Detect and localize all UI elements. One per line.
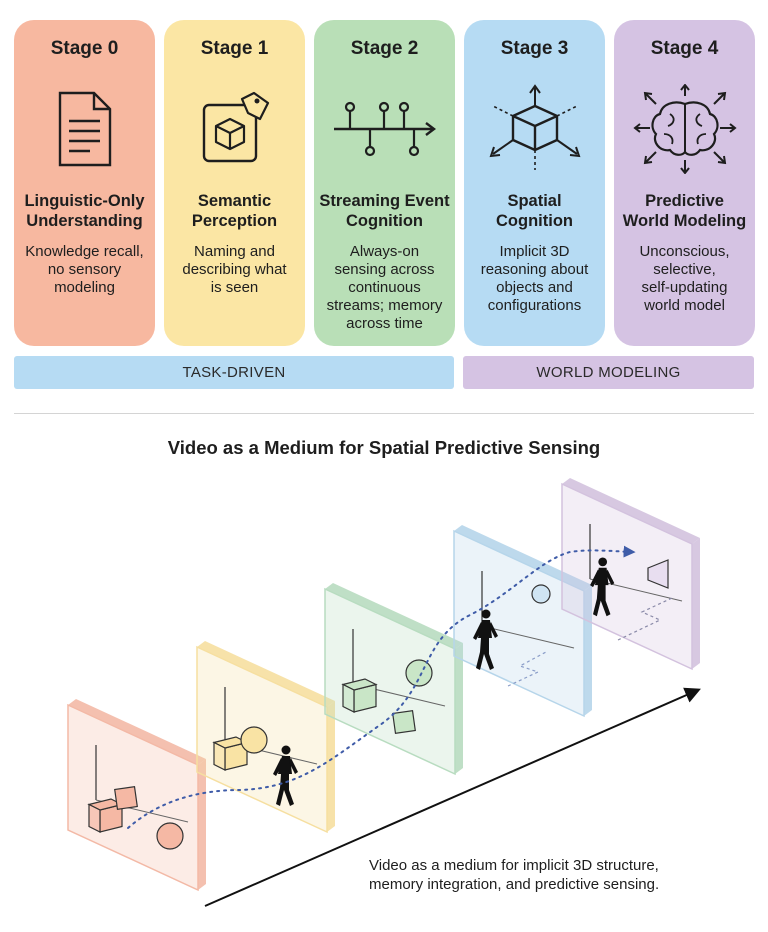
walking-person-icon bbox=[273, 745, 298, 806]
stage-description-line: sensing across bbox=[334, 261, 435, 278]
square-object bbox=[392, 710, 416, 734]
stage-label: Stage 0 bbox=[50, 38, 119, 59]
tagged-cube-icon bbox=[164, 84, 305, 174]
timeline-icon bbox=[314, 84, 455, 174]
predictive-path bbox=[127, 545, 636, 829]
stage-description-line: streams; memory bbox=[326, 297, 443, 314]
time-axis-arrow bbox=[204, 687, 701, 907]
cube-object bbox=[341, 678, 378, 713]
stage-description-line: Implicit 3D bbox=[499, 243, 570, 260]
diagram-caption: Video as a medium for implicit 3D struct… bbox=[369, 856, 749, 894]
sphere-object bbox=[240, 726, 268, 754]
caption-line-2: memory integration, and predictive sensi… bbox=[369, 876, 660, 893]
task-driven-band: TASK-DRIVEN bbox=[14, 356, 454, 389]
stage-description-line: describing what bbox=[182, 261, 287, 278]
stage-description-line: Always-on bbox=[349, 243, 420, 260]
stage-label: Stage 3 bbox=[500, 38, 569, 59]
stage-description-line: world model bbox=[644, 297, 725, 314]
predicted-trajectory bbox=[617, 597, 673, 641]
stage-description-line: Naming and bbox=[194, 243, 275, 260]
square-object bbox=[114, 786, 138, 810]
stage-title-line: Cognition bbox=[346, 212, 423, 230]
walking-person-icon bbox=[473, 609, 498, 670]
world-modeling-band: WORLD MODELING bbox=[463, 356, 754, 389]
stage-description-line: Knowledge recall, bbox=[25, 243, 144, 260]
brain-arrows-icon bbox=[614, 84, 755, 174]
frame-contents bbox=[87, 557, 673, 850]
stage-description-line: no sensory bbox=[47, 261, 122, 278]
stage-description-line: across time bbox=[346, 315, 423, 332]
stage-title-line: World Modeling bbox=[622, 212, 747, 230]
stage-description-line: is seen bbox=[210, 279, 259, 296]
stage-title-line: Spatial bbox=[507, 192, 562, 210]
stage-label: Stage 1 bbox=[200, 38, 269, 59]
stage-title-line: Semantic bbox=[197, 192, 272, 210]
sphere-object bbox=[156, 822, 184, 850]
stage-description-line: selective, bbox=[653, 261, 716, 278]
stage-description-line: configurations bbox=[487, 297, 582, 314]
walking-person-icon bbox=[590, 557, 615, 617]
camera-frustum bbox=[647, 559, 669, 589]
sphere-object bbox=[531, 584, 551, 604]
video-frames-diagram bbox=[67, 478, 701, 907]
section-divider bbox=[14, 413, 754, 414]
stage-description-line: continuous bbox=[348, 279, 421, 296]
document-icon bbox=[14, 84, 155, 174]
stage-description-line: Unconscious, bbox=[639, 243, 730, 260]
video-frame-3 bbox=[453, 525, 592, 718]
caption-line-1: Video as a medium for implicit 3D struct… bbox=[369, 857, 659, 874]
video-frame-0 bbox=[67, 699, 206, 892]
stage-description-line: modeling bbox=[54, 279, 115, 296]
diagram-title: Video as a Medium for Spatial Predictive… bbox=[167, 437, 601, 458]
stage-description-line: objects and bbox=[496, 279, 573, 296]
stage-title-line: Perception bbox=[191, 212, 278, 230]
sphere-object bbox=[405, 659, 433, 687]
stage-title-line: Understanding bbox=[26, 212, 143, 230]
stage-description-line: reasoning about bbox=[480, 261, 589, 278]
stage-title-line: Linguistic-Only bbox=[24, 192, 145, 210]
3d-cube-axes-icon bbox=[464, 84, 605, 174]
cube-object bbox=[87, 798, 124, 833]
video-frame-4 bbox=[561, 478, 700, 671]
stage-title-line: Cognition bbox=[496, 212, 573, 230]
stage-label: Stage 2 bbox=[350, 38, 419, 59]
stage-title-line: Streaming Event bbox=[319, 192, 450, 210]
stage-description-line: self-updating bbox=[641, 279, 728, 296]
cube-object bbox=[212, 736, 249, 771]
stage-title-line: Predictive bbox=[645, 192, 724, 210]
predicted-trajectory bbox=[507, 651, 547, 687]
video-frame-2 bbox=[324, 583, 463, 776]
stage-label: Stage 4 bbox=[650, 38, 719, 59]
